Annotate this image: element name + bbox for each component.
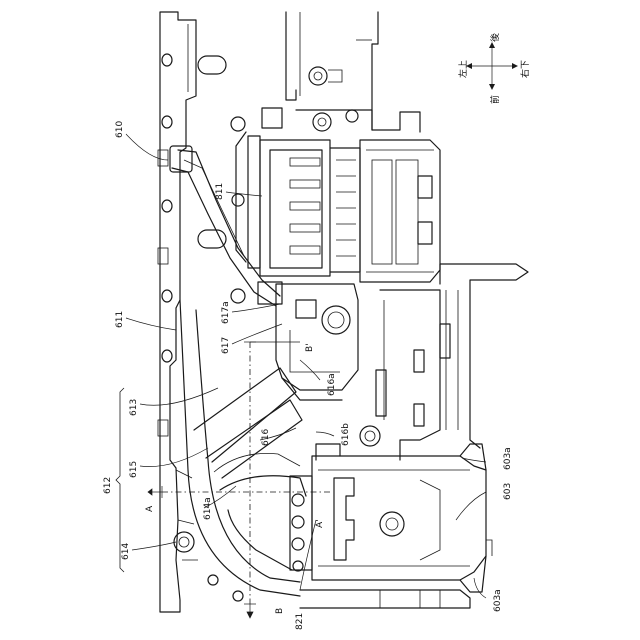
label-603: 603 [503, 483, 513, 500]
section-b-prime-label: B' [305, 343, 315, 352]
orientation-compass [466, 42, 518, 90]
label-612: 612 [103, 477, 113, 494]
label-614: 614 [121, 543, 131, 560]
label-613: 613 [129, 399, 139, 416]
orientation-back: 後 [489, 33, 501, 42]
label-821: 821 [295, 613, 305, 630]
label-617: 617 [221, 337, 231, 354]
label-811: 811 [215, 183, 225, 200]
frame-slots [198, 56, 245, 303]
upper-structure [286, 12, 420, 132]
section-line-b [244, 342, 300, 618]
label-603a-bottom: 603a [493, 589, 503, 612]
unit-603 [290, 444, 492, 592]
label-615: 615 [129, 461, 139, 478]
section-a-prime-label: A' [315, 519, 325, 528]
section-a-label: A [145, 505, 155, 512]
base-strip [300, 590, 470, 608]
label-616: 616 [261, 429, 271, 446]
connector-811 [236, 108, 440, 282]
chassis [360, 264, 528, 460]
section-b-label: B [275, 608, 285, 614]
orientation-labels: 左上 前 後 右下 [457, 33, 531, 104]
duct-612 [176, 300, 306, 596]
orientation-bottom-right: 右下 [519, 60, 531, 78]
fan-614 [174, 532, 243, 601]
label-616a: 616a [327, 373, 337, 396]
section-mark-labels: A A' B B' [145, 343, 325, 614]
label-611: 611 [115, 311, 125, 328]
orientation-top-left: 左上 [457, 60, 469, 78]
label-614a: 614a [203, 497, 213, 520]
orientation-front: 前 [489, 95, 501, 104]
label-610: 610 [115, 121, 125, 138]
label-617a: 617a [221, 301, 231, 324]
frame-plate [158, 12, 196, 612]
cable-harness [170, 146, 282, 306]
label-616b: 616b [341, 423, 351, 446]
label-603a-top: 603a [503, 447, 513, 470]
